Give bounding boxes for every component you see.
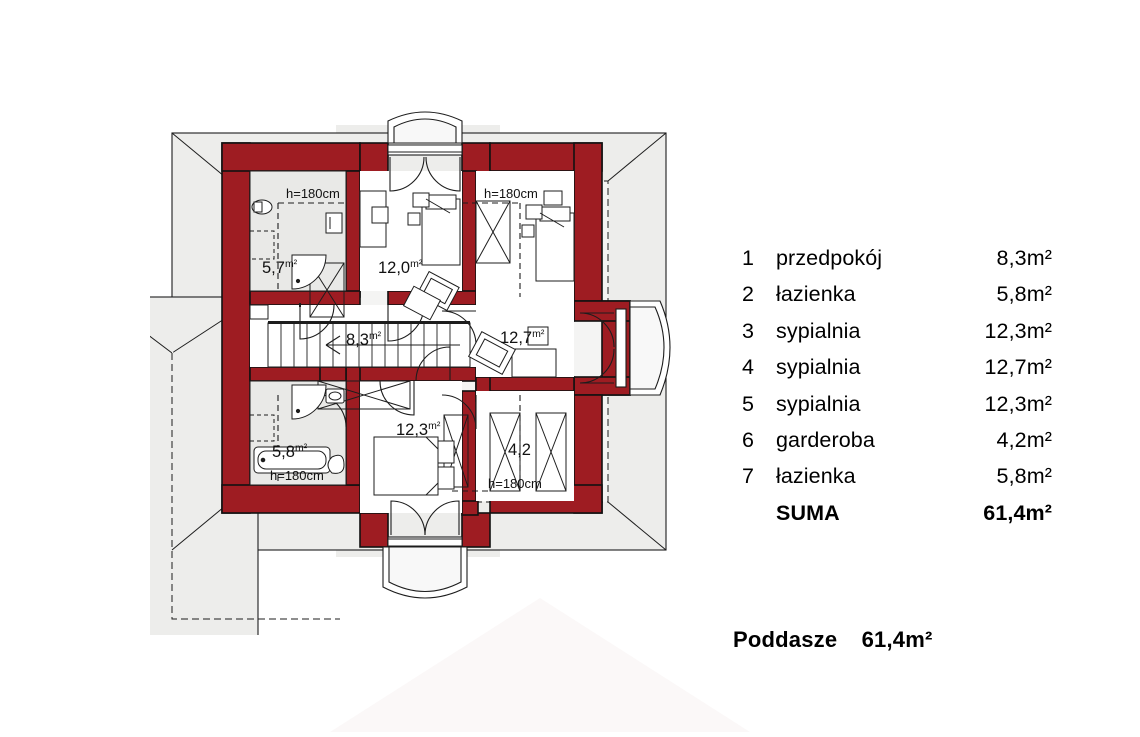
furniture-lazienka-58 [249, 384, 345, 474]
legend-row: 4 sypialnia 12,7m² [742, 349, 1052, 385]
height-label-bottom-left: h=180cm [270, 468, 324, 483]
legend-number: 4 [742, 355, 755, 380]
room-label-garderoba-42: 4,2 [508, 441, 531, 459]
legend-number: 5 [742, 391, 755, 416]
dormer-top [387, 111, 463, 192]
legend-room-area: 12,3m² [984, 318, 1052, 343]
furniture [249, 190, 575, 496]
plan-caption: Poddasze 61,4m² [733, 627, 933, 653]
height-label-top-right: h=180cm [484, 186, 538, 201]
legend-room-name: sypialnia [776, 355, 861, 380]
furniture-garderoba-42 [489, 412, 521, 492]
legend-room-area: 12,7m² [984, 355, 1052, 380]
bay-right [579, 300, 671, 396]
legend-number: 2 [742, 282, 755, 307]
furniture-garderoba-57 [249, 199, 343, 290]
slope-cross-marks [309, 200, 567, 492]
legend-row: 7 łazienka 5,8m² [742, 458, 1052, 494]
legend-room-name: garderoba [776, 427, 875, 452]
legend-row: 6 garderoba 4,2m² [742, 422, 1052, 458]
furniture-sypialnia-120 [359, 190, 461, 321]
doors [299, 303, 477, 430]
legend-room-area: 5,8m² [996, 464, 1052, 489]
legend-number: 7 [742, 464, 755, 489]
floor-plan-drawing: 5,7m² 12,0m² 8,3m² 12,7m² 5,8m² 12,3m² 4… [97, 95, 710, 638]
legend-room-area: 4,2m² [996, 427, 1052, 452]
furniture-sypialnia-123 [373, 436, 455, 496]
staircase [267, 321, 471, 368]
legend-total-area: 61,4m² [983, 500, 1052, 525]
legend-room-area: 8,3m² [996, 246, 1052, 270]
room-legend: 1 przedpokój 8,3m² 2 łazienka 5,8m² 3 sy… [742, 240, 1052, 531]
legend-row: 5 sypialnia 12,3m² [742, 386, 1052, 422]
legend-total-label: SUMA [776, 500, 840, 525]
legend-number: 6 [742, 427, 755, 452]
room-labels: 5,7m² 12,0m² 8,3m² 12,7m² 5,8m² 12,3m² 4… [262, 258, 545, 461]
legend-number: 3 [742, 318, 755, 343]
height-label-top-left: h=180cm [286, 186, 340, 201]
legend-room-name: sypialnia [776, 318, 861, 343]
legend-room-name: przedpokój [776, 246, 883, 270]
legend-room-area: 5,8m² [996, 282, 1052, 307]
legend-number: 1 [742, 246, 755, 270]
caption-area: 61,4m² [861, 627, 933, 652]
legend-room-name: łazienka [776, 464, 856, 489]
furniture-sypialnia-127 [467, 190, 575, 378]
legend-room-name: łazienka [776, 282, 856, 307]
roof-hip-lines [171, 132, 667, 551]
legend-total-row: • SUMA 61,4m² [742, 495, 1052, 531]
legend-room-name: sypialnia [776, 391, 861, 416]
legend-row: 2 łazienka 5,8m² [742, 276, 1052, 312]
height-label-bottom-right: h=180cm [488, 476, 542, 491]
height-labels: h=180cm h=180cm h=180cm h=180cm [270, 186, 542, 491]
furniture-corridor [249, 304, 269, 320]
legend-row: 1 przedpokój 8,3m² [742, 240, 1052, 276]
legend-room-area: 12,3m² [984, 391, 1052, 416]
windows [387, 144, 463, 547]
caption-title: Poddasze [733, 627, 838, 652]
legend-row: 3 sypialnia 12,3m² [742, 313, 1052, 349]
